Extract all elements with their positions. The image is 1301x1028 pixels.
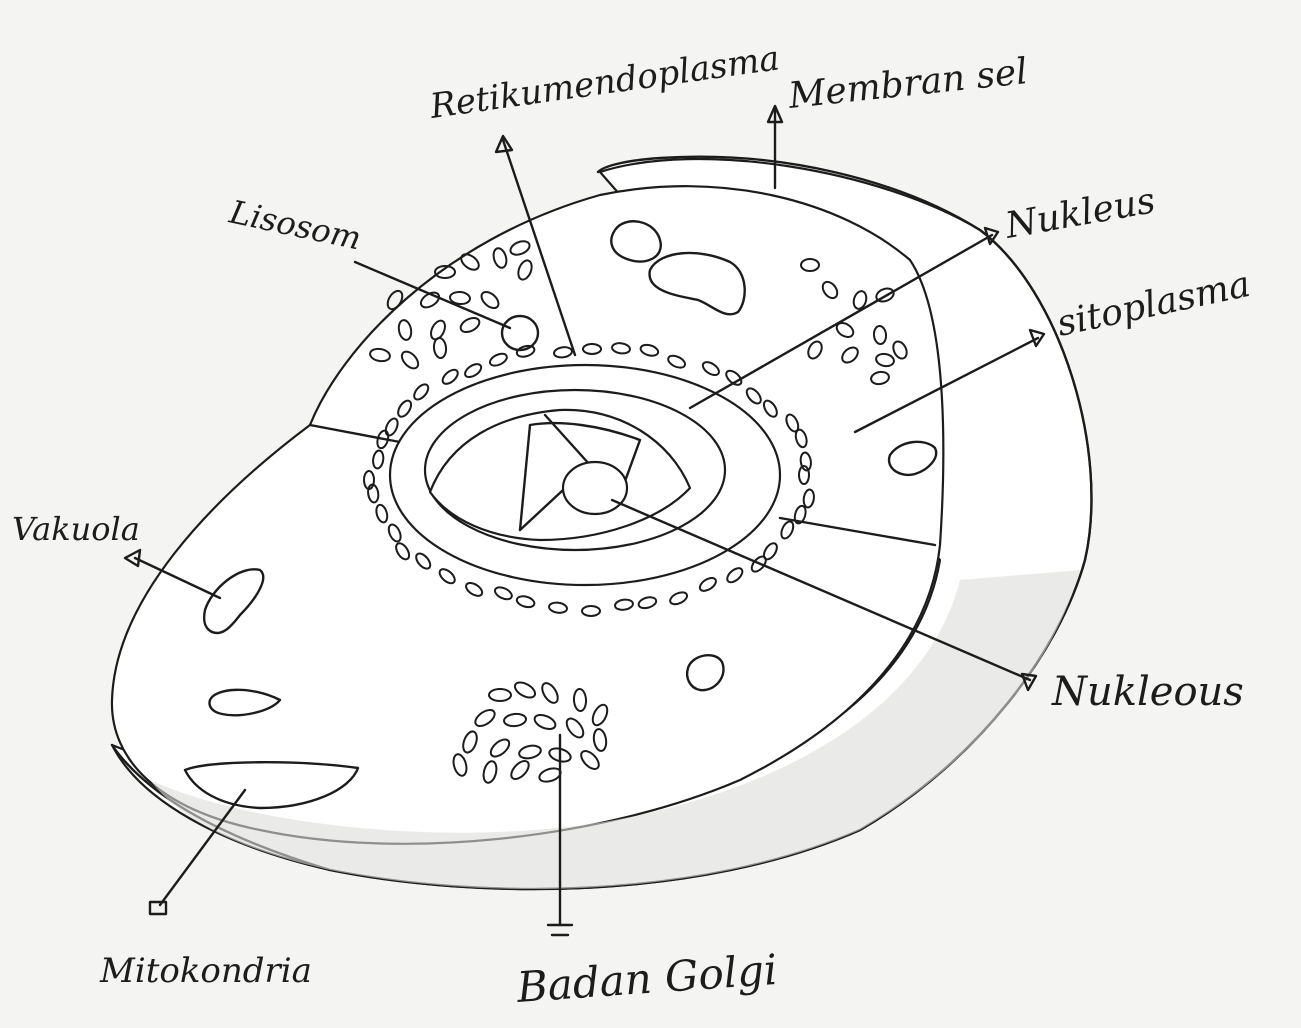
nucleolus	[563, 462, 627, 514]
label-nukleus: Nukleus	[1001, 180, 1158, 247]
label-retikulum: Retikumendoplasma	[427, 38, 782, 127]
nucleus	[390, 365, 780, 585]
label-badan-golgi: Badan Golgi	[514, 945, 779, 1012]
label-vakuola: Vakuola	[12, 510, 140, 548]
label-mitokondria: Mitokondria	[99, 951, 312, 991]
label-membran: Membran sel	[786, 51, 1030, 117]
label-nukleolus: Nukleous	[1051, 669, 1244, 715]
label-lisosom: Lisosom	[225, 192, 364, 257]
label-sitoplasma: sitoplasma	[1053, 264, 1253, 345]
